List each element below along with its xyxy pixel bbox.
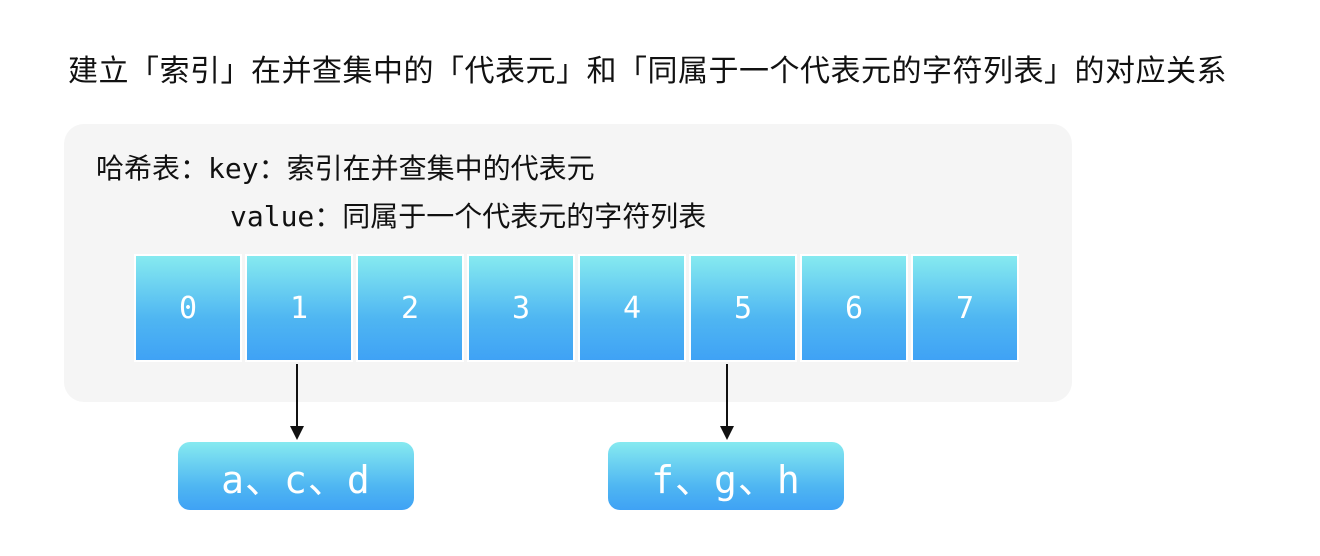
bucket-list-5: f、g、h <box>608 442 844 510</box>
bucket-list-1: a、c、d <box>178 442 414 510</box>
index-array: 0 1 2 3 4 5 6 7 <box>134 254 1022 362</box>
diagram-title: 建立「索引」在并查集中的「代表元」和「同属于一个代表元的字符列表」的对应关系 <box>68 54 1227 89</box>
hash-key-label: 哈希表：key：索引在并查集中的代表元 <box>96 147 595 187</box>
index-cell-6: 6 <box>800 254 908 362</box>
value-description: ：同属于一个代表元的字符列表 <box>314 200 707 233</box>
index-cell-4: 4 <box>578 254 686 362</box>
hash-value-label: value：同属于一个代表元的字符列表 <box>230 195 706 235</box>
index-cell-1: 1 <box>245 254 353 362</box>
index-cell-2: 2 <box>356 254 464 362</box>
arrow-head-1 <box>290 426 304 440</box>
arrow-head-5 <box>720 426 734 440</box>
index-cell-0: 0 <box>134 254 242 362</box>
arrow-line-5 <box>726 364 728 428</box>
index-cell-7: 7 <box>911 254 1019 362</box>
key-word: key <box>208 152 259 185</box>
key-description: ：索引在并查集中的代表元 <box>258 152 595 185</box>
index-cell-5: 5 <box>689 254 797 362</box>
hash-label-prefix: 哈希表： <box>96 152 209 185</box>
arrow-line-1 <box>296 364 298 428</box>
index-cell-3: 3 <box>467 254 575 362</box>
value-word: value <box>230 200 315 233</box>
